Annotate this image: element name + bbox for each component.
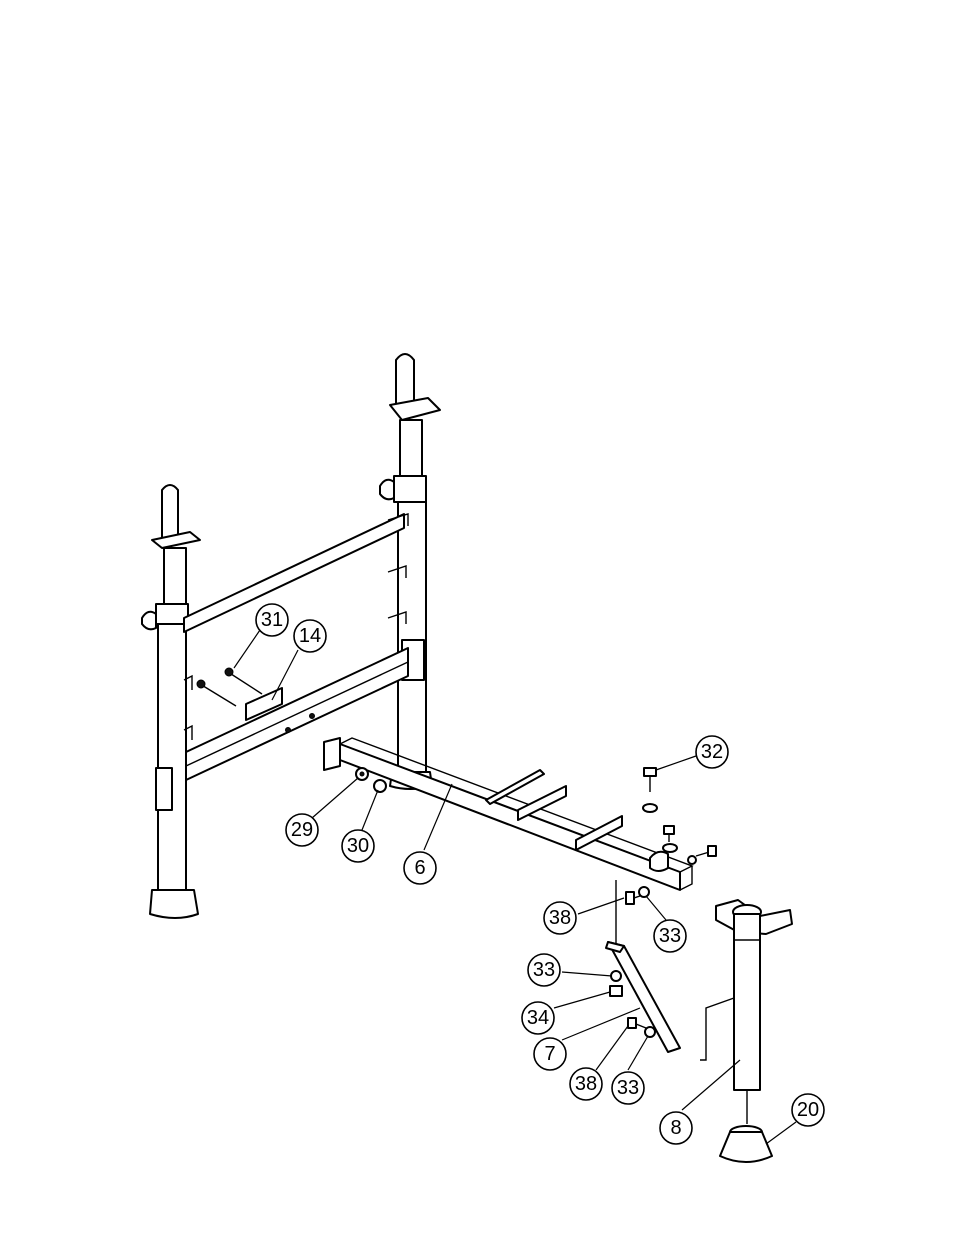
- callout-38-upper: 38: [544, 902, 576, 934]
- callout-34: 34: [522, 1002, 554, 1034]
- callout-20-label: 20: [797, 1099, 819, 1121]
- callout-32-label: 32: [701, 741, 723, 763]
- front-leg-8: [700, 900, 792, 1124]
- bolt-32-hardware: [643, 768, 716, 864]
- callout-33-lower-label: 33: [617, 1077, 639, 1099]
- callout-38-upper-label: 38: [549, 907, 571, 929]
- callout-30: 30: [342, 830, 374, 862]
- upper-crossbar: [184, 514, 408, 632]
- support-strut-7: [606, 880, 680, 1052]
- callout-7: 7: [534, 1038, 566, 1070]
- callout-6-label: 6: [414, 857, 425, 879]
- callout-33-middle: 33: [528, 954, 560, 986]
- callout-31-label: 31: [261, 609, 283, 631]
- callout-38-lower-label: 38: [575, 1073, 597, 1095]
- callout-20: 20: [792, 1094, 824, 1126]
- bolt-38-washer-33-upper: [626, 887, 649, 904]
- callout-29-label: 29: [291, 819, 313, 841]
- callout-33-upper-label: 33: [659, 925, 681, 947]
- callout-33-lower: 33: [612, 1072, 644, 1104]
- callout-7-label: 7: [544, 1043, 555, 1065]
- callout-34-label: 34: [527, 1007, 549, 1029]
- callout-33-middle-label: 33: [533, 959, 555, 981]
- callout-8-label: 8: [670, 1117, 681, 1139]
- left-upright-post: [142, 485, 200, 918]
- foot-cap-20: [720, 1126, 772, 1162]
- callout-32: 32: [696, 736, 728, 768]
- callout-14-label: 14: [299, 625, 321, 647]
- callout-29: 29: [286, 814, 318, 846]
- main-beam-6: [324, 738, 692, 890]
- callout-38-lower: 38: [570, 1068, 602, 1100]
- callout-14: 14: [294, 620, 326, 652]
- callout-8: 8: [660, 1112, 692, 1144]
- callout-31: 31: [256, 604, 288, 636]
- callout-6: 6: [404, 852, 436, 884]
- callout-30-label: 30: [347, 835, 369, 857]
- callout-33-upper: 33: [654, 920, 686, 952]
